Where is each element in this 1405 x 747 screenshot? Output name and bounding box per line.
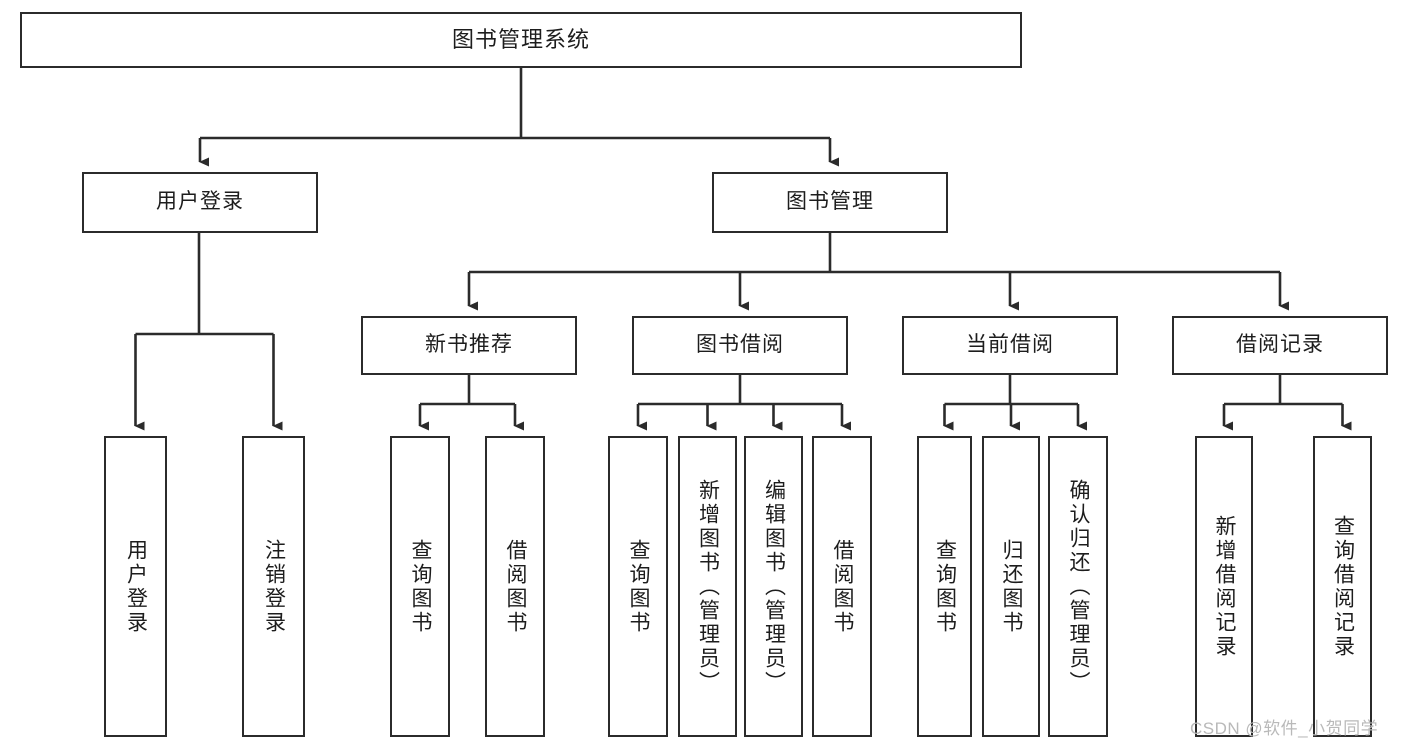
node-l-query1[interactable]: 查询图书: [390, 436, 450, 737]
node-l-borrow2[interactable]: 借阅图书: [812, 436, 872, 737]
node-label: 确认归还（管理员）: [1067, 478, 1091, 695]
node-label: 借阅图书: [831, 538, 855, 635]
node-label: 查询图书: [627, 538, 651, 635]
node-login[interactable]: 用户登录: [82, 172, 318, 233]
node-label: 查询图书: [409, 538, 433, 635]
node-l-logout[interactable]: 注销登录: [242, 436, 305, 737]
node-label: 查询图书: [933, 538, 957, 635]
node-l-addrec[interactable]: 新增借阅记录: [1195, 436, 1253, 737]
node-label: 编辑图书（管理员）: [762, 478, 786, 695]
node-l-login[interactable]: 用户登录: [104, 436, 167, 737]
node-l-return[interactable]: 归还图书: [982, 436, 1040, 737]
node-newbook[interactable]: 新书推荐: [361, 316, 577, 375]
node-bookmgmt[interactable]: 图书管理: [712, 172, 948, 233]
node-label: 新增借阅记录: [1213, 514, 1237, 659]
node-l-edit[interactable]: 编辑图书（管理员）: [744, 436, 803, 737]
node-l-query2[interactable]: 查询图书: [608, 436, 668, 737]
node-label: 新增图书（管理员）: [696, 478, 720, 695]
node-label: 借阅记录: [1236, 333, 1324, 357]
node-label: 当前借阅: [966, 333, 1054, 357]
node-l-query3[interactable]: 查询图书: [917, 436, 972, 737]
node-label: 归还图书: [1000, 538, 1024, 635]
node-label: 用户登录: [124, 538, 148, 635]
node-root[interactable]: 图书管理系统: [20, 12, 1022, 68]
node-label: 图书借阅: [696, 333, 784, 357]
node-label: 注销登录: [262, 538, 286, 635]
node-label: 新书推荐: [425, 333, 513, 357]
node-label: 用户登录: [156, 190, 244, 214]
node-label: 借阅图书: [504, 538, 528, 635]
node-l-queryrec[interactable]: 查询借阅记录: [1313, 436, 1372, 737]
node-record[interactable]: 借阅记录: [1172, 316, 1388, 375]
watermark-text: CSDN @软件_小贺同学: [1190, 719, 1379, 738]
node-label: 图书管理系统: [451, 27, 590, 53]
node-current[interactable]: 当前借阅: [902, 316, 1118, 375]
node-borrow[interactable]: 图书借阅: [632, 316, 848, 375]
node-l-add[interactable]: 新增图书（管理员）: [678, 436, 737, 737]
node-l-borrow1[interactable]: 借阅图书: [485, 436, 545, 737]
node-label: 图书管理: [786, 190, 874, 214]
node-l-confirm[interactable]: 确认归还（管理员）: [1048, 436, 1108, 737]
node-label: 查询借阅记录: [1331, 514, 1355, 659]
